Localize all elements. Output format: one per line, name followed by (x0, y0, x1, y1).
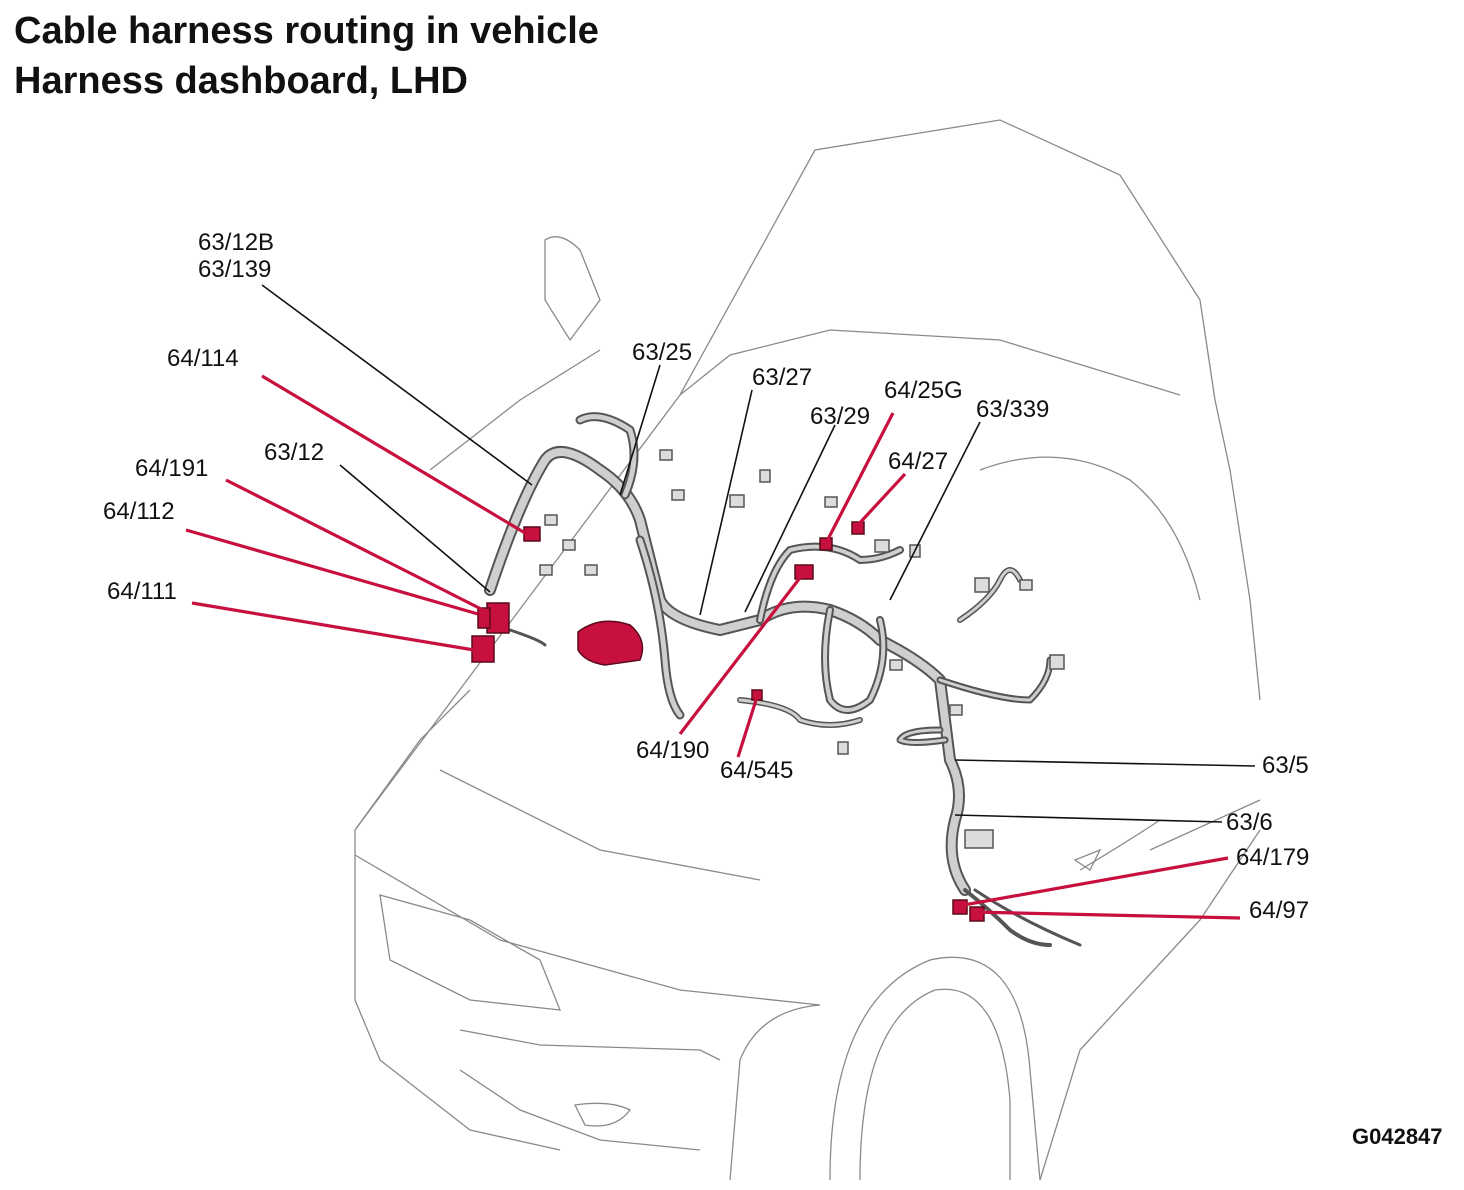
callout-64-112: 64/112 (103, 498, 175, 525)
leader-64-114 (261, 374, 526, 535)
red-leader-lines (185, 374, 1241, 920)
leader-64-97 (972, 910, 1241, 920)
callout-64-25G: 64/25G (884, 377, 963, 404)
connector-64-27 (851, 521, 865, 535)
callout-64-191: 64/191 (135, 455, 209, 482)
grey-connectors (539, 449, 1065, 849)
callout-64-179: 64/179 (1236, 844, 1310, 871)
black-leader-lines (261, 284, 1256, 823)
leader-64-25G (824, 412, 895, 544)
leader-64-191 (225, 478, 488, 614)
leader-63-5 (954, 759, 1256, 767)
leader-64-27 (854, 472, 907, 529)
connector-64-112 (477, 607, 491, 629)
callout-63-12: 63/12 (264, 439, 325, 466)
callout-63-5: 63/5 (1262, 752, 1309, 779)
leader-64-112 (185, 528, 479, 616)
connector-64-25G (819, 537, 833, 551)
diagram-title-line-2: Harness dashboard, LHD (14, 60, 468, 102)
callout-64-27: 64/27 (888, 448, 949, 475)
car-body-outline (354, 119, 1261, 1181)
callout-63-6: 63/6 (1226, 809, 1273, 836)
leader-64-545 (736, 696, 759, 758)
callout-64-114: 64/114 (167, 345, 239, 372)
highlighted-connectors (471, 521, 985, 922)
connector-large-module (577, 620, 644, 666)
callout-64-190: 64/190 (636, 737, 710, 764)
connector-64-97 (969, 906, 985, 922)
leader-64-179 (957, 856, 1229, 908)
connector-64-114 (523, 526, 541, 542)
callout-63-339: 63/339 (976, 396, 1050, 423)
leader-63-27 (699, 389, 753, 616)
leader-63-339 (889, 421, 981, 601)
wire-harness (484, 412, 1082, 947)
leader-63-12B (261, 284, 533, 486)
callout-63-29: 63/29 (810, 403, 871, 430)
leader-64-190 (678, 569, 808, 735)
callout-63-25: 63/25 (632, 339, 693, 366)
connector-64-111 (471, 635, 495, 663)
callout-63-12B: 63/12B (198, 229, 275, 256)
callout-64-545: 64/545 (720, 757, 794, 784)
callout-63-139: 63/139 (198, 256, 272, 283)
callout-64-111: 64/111 (107, 578, 177, 605)
leader-63-12 (339, 464, 491, 593)
callout-63-27: 63/27 (752, 364, 813, 391)
figure-id: G042847 (1352, 1124, 1443, 1149)
leader-63-6 (954, 814, 1223, 823)
leader-63-29 (744, 424, 836, 613)
leader-64-111 (191, 601, 475, 652)
callout-64-97: 64/97 (1249, 897, 1310, 924)
leader-63-25 (619, 364, 661, 496)
diagram-title-line-1: Cable harness routing in vehicle (14, 10, 599, 52)
